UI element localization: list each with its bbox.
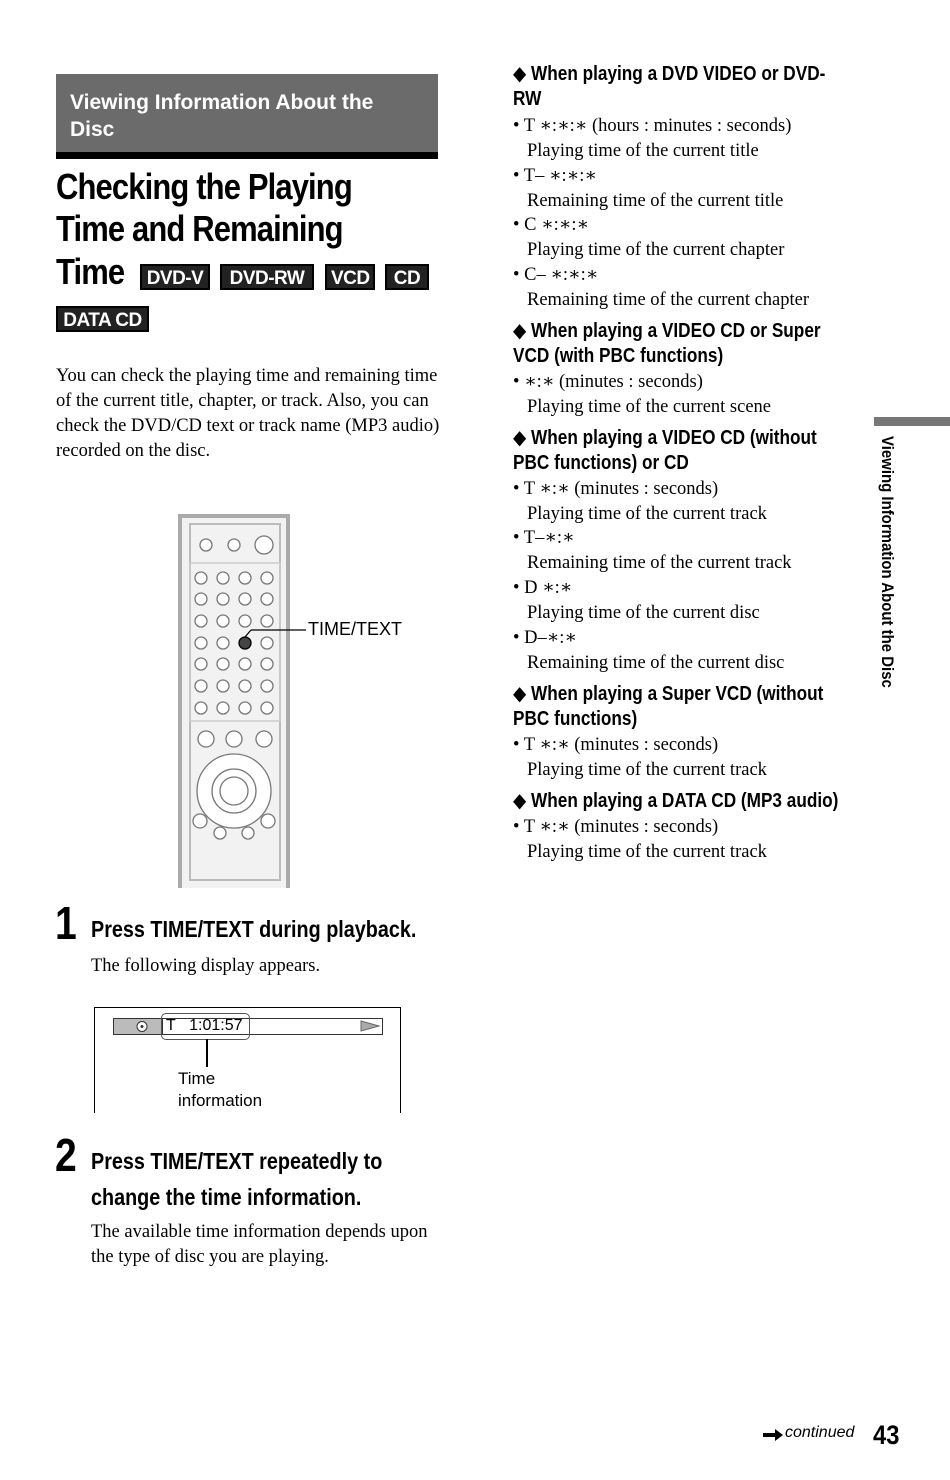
vcd-cd-item-3-desc: Playing time of the current disc [527, 603, 760, 623]
continued-label: continued [785, 1424, 855, 1441]
dvd-item-2-code: • T– ∗:∗:∗ [513, 166, 597, 186]
vcd-cd-item-4-desc: Remaining time of the current disc [527, 653, 785, 673]
datacd-item-1-desc: Playing time of the current track [527, 842, 767, 862]
vcd-cd-item-1-code: • T ∗:∗ (minutes : seconds) [513, 479, 719, 499]
page-title-line-3: Time [56, 251, 125, 292]
step-2-body: The available time information depends u… [91, 1222, 428, 1267]
step-1-title: Press TIME/TEXT during playback. [91, 916, 417, 942]
badge-dvd-v: DVD-V [140, 264, 210, 290]
step-2-number: 2 [55, 1129, 77, 1181]
dvd-item-3-desc: Playing time of the current chapter [527, 240, 785, 260]
osd-time-label: T [166, 1017, 176, 1034]
osd-time-text: T 1:01:57 [166, 1017, 243, 1035]
osd-display: T 1:01:57 Time information [94, 1007, 401, 1113]
svcd-item-1-desc: Playing time of the current track [527, 760, 767, 780]
page-title-line-2: Time and Remaining [56, 208, 344, 249]
osd-disc-icon [114, 1019, 163, 1034]
svcd-item-1-code: • T ∗:∗ (minutes : seconds) [513, 735, 719, 755]
osd-time-value: 1:01:57 [189, 1017, 243, 1034]
section-vcd-cd-heading-line-1: ◆ When playing a VIDEO CD (without [513, 427, 817, 449]
page-title-line-1: Checking the Playing [56, 166, 353, 207]
dvd-item-4-code: • C– ∗:∗:∗ [513, 265, 599, 285]
section-banner-text: Viewing Information About the Disc [70, 91, 374, 141]
side-tab-text: Viewing Information About the Disc [878, 436, 897, 688]
badge-vcd: VCD [325, 264, 375, 290]
badge-cd: CD [385, 264, 429, 290]
dvd-item-3-code: • C ∗:∗:∗ [513, 215, 590, 235]
osd-caption-line-2: information [178, 1091, 263, 1110]
section-vcd-pbc-heading-line-2: VCD (with PBC functions) [513, 345, 724, 367]
osd-caption-line-1: Time [178, 1069, 216, 1088]
page-number: 43 [873, 1420, 900, 1450]
dvd-item-2-desc: Remaining time of the current title [527, 191, 784, 211]
datacd-item-1-code: • T ∗:∗ (minutes : seconds) [513, 817, 719, 837]
side-tab-label: Viewing Information About the Disc [858, 436, 897, 688]
step-2-title-line-1: Press TIME/TEXT repeatedly to [91, 1148, 383, 1174]
badge-data-cd: DATA CD [56, 306, 149, 332]
section-vcd-pbc-heading-line-1: ◆ When playing a VIDEO CD or Super [513, 320, 821, 342]
osd-play-icon [360, 1020, 380, 1032]
section-svcd-heading-line-1: ◆ When playing a Super VCD (without [513, 683, 824, 705]
section-datacd-heading: ◆ When playing a DATA CD (MP3 audio) [513, 790, 839, 812]
side-tab-marker [874, 417, 950, 426]
vcd-cd-item-3-code: • D ∗:∗ [513, 578, 573, 598]
badge-dvd-rw: DVD-RW [220, 264, 314, 290]
osd-callout-line [206, 1039, 208, 1067]
intro-paragraph: You can check the playing time and remai… [56, 366, 440, 461]
osd-caption: Time information [178, 1068, 262, 1112]
section-dvd-heading-line-2: RW [513, 88, 542, 110]
step-1-body: The following display appears. [91, 956, 321, 976]
continued-arrow-icon [763, 1429, 783, 1441]
section-svcd-heading-line-2: PBC functions) [513, 708, 638, 730]
osd-callout-box [161, 1013, 250, 1040]
dvd-item-1-desc: Playing time of the current title [527, 141, 759, 161]
step-1-number: 1 [55, 897, 77, 949]
section-banner: Viewing Information About the Disc [56, 74, 438, 159]
vcd-pbc-item-1-desc: Playing time of the current scene [527, 397, 772, 417]
section-dvd-heading-line-1: ◆ When playing a DVD VIDEO or DVD- [513, 63, 826, 85]
vcd-cd-item-4-code: • D–∗:∗ [513, 628, 578, 648]
remote-callout-label: TIME/TEXT [308, 619, 402, 639]
section-vcd-cd-heading-line-2: PBC functions) or CD [513, 452, 689, 474]
remote-control-illustration [178, 514, 306, 888]
dvd-item-1-code: • T ∗:∗:∗ (hours : minutes : seconds) [513, 116, 792, 136]
dvd-item-4-desc: Remaining time of the current chapter [527, 290, 810, 310]
step-2-title-line-2: change the time information. [91, 1184, 362, 1210]
vcd-cd-item-2-code: • T–∗:∗ [513, 528, 575, 548]
vcd-cd-item-2-desc: Remaining time of the current track [527, 553, 792, 573]
vcd-pbc-item-1-code: • ∗:∗ (minutes : seconds) [513, 372, 703, 392]
osd-time-bar: T 1:01:57 [113, 1017, 383, 1035]
vcd-cd-item-1-desc: Playing time of the current track [527, 504, 767, 524]
